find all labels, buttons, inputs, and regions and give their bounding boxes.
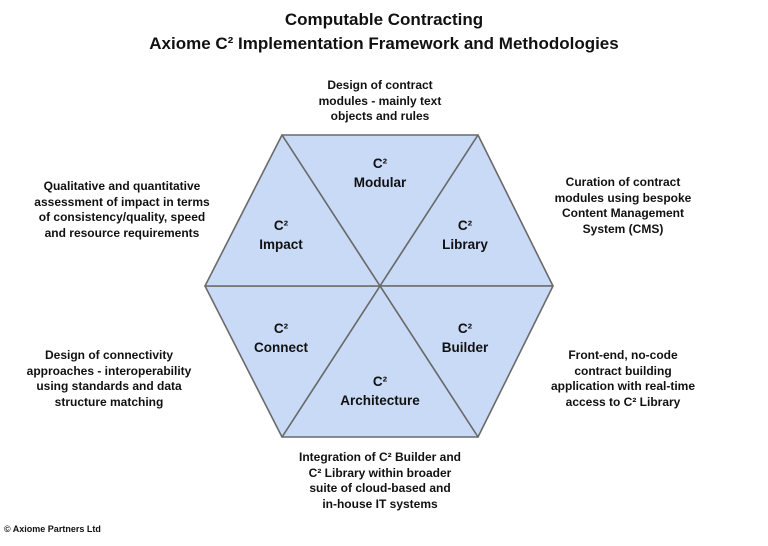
segment-label: Connect — [254, 340, 308, 355]
desc-line: Qualitative and quantitative — [43, 179, 201, 193]
segment-prefix: C² — [273, 218, 289, 233]
desc-line: and resource requirements — [44, 225, 200, 240]
desc-line: suite of cloud-based and — [309, 481, 451, 495]
desc-line: using standards and data — [36, 379, 182, 393]
desc-architecture: Integration of C² Builder and C² Library… — [260, 450, 500, 512]
desc-line: modules using bespoke — [554, 190, 692, 205]
desc-impact: Qualitative and quantitative assessment … — [2, 179, 242, 241]
desc-modular: Design of contract modules - mainly text… — [260, 78, 500, 125]
desc-line: of consistency/quality, speed — [38, 210, 206, 224]
desc-line: access to C² Library — [565, 394, 681, 409]
desc-line: contract building — [574, 363, 672, 378]
desc-line: Front-end, no-code — [568, 348, 678, 362]
segment-label: Library — [442, 237, 488, 252]
desc-line: assessment of impact in terms — [34, 194, 210, 209]
segment-label: Modular — [353, 175, 407, 190]
segment-label: Builder — [441, 340, 489, 355]
segment-prefix: C² — [457, 321, 473, 336]
desc-connect: Design of connectivity approaches - inte… — [0, 348, 229, 410]
desc-line: Curation of contract — [565, 175, 681, 189]
desc-line: structure matching — [54, 394, 164, 409]
segment-prefix: C² — [372, 156, 388, 171]
desc-line: Design of connectivity — [44, 348, 174, 362]
desc-line: C² Library within broader — [308, 465, 452, 480]
desc-builder: Front-end, no-code contract building app… — [503, 348, 743, 410]
segment-label: Impact — [259, 237, 303, 252]
desc-library: Curation of contract modules using bespo… — [503, 175, 743, 237]
segment-library: C² Library — [395, 216, 535, 254]
desc-line: approaches - interoperability — [26, 363, 192, 378]
desc-line: Design of contract — [327, 78, 433, 92]
desc-line: application with real-time — [550, 379, 696, 393]
segment-modular: C² Modular — [310, 154, 450, 192]
segment-prefix: C² — [273, 321, 289, 336]
desc-line: Content Management — [561, 206, 684, 220]
segment-connect: C² Connect — [211, 319, 351, 357]
desc-line: objects and rules — [330, 109, 430, 123]
segment-prefix: C² — [372, 374, 388, 389]
desc-line: System (CMS) — [582, 221, 664, 236]
segment-label: Architecture — [340, 393, 420, 408]
segment-builder: C² Builder — [395, 319, 535, 357]
title-line-2: Axiome C² Implementation Framework and M… — [149, 34, 619, 53]
copyright: © Axiome Partners Ltd — [4, 524, 101, 534]
triangle-impact — [204, 134, 381, 287]
title-line-1: Computable Contracting — [284, 10, 484, 29]
segment-prefix: C² — [457, 218, 473, 233]
segment-impact: C² Impact — [211, 216, 351, 254]
desc-line: in-house IT systems — [322, 496, 438, 511]
desc-line: modules - mainly text — [318, 93, 442, 108]
desc-line: Integration of C² Builder and — [299, 450, 461, 464]
segment-architecture: C² Architecture — [310, 372, 450, 410]
